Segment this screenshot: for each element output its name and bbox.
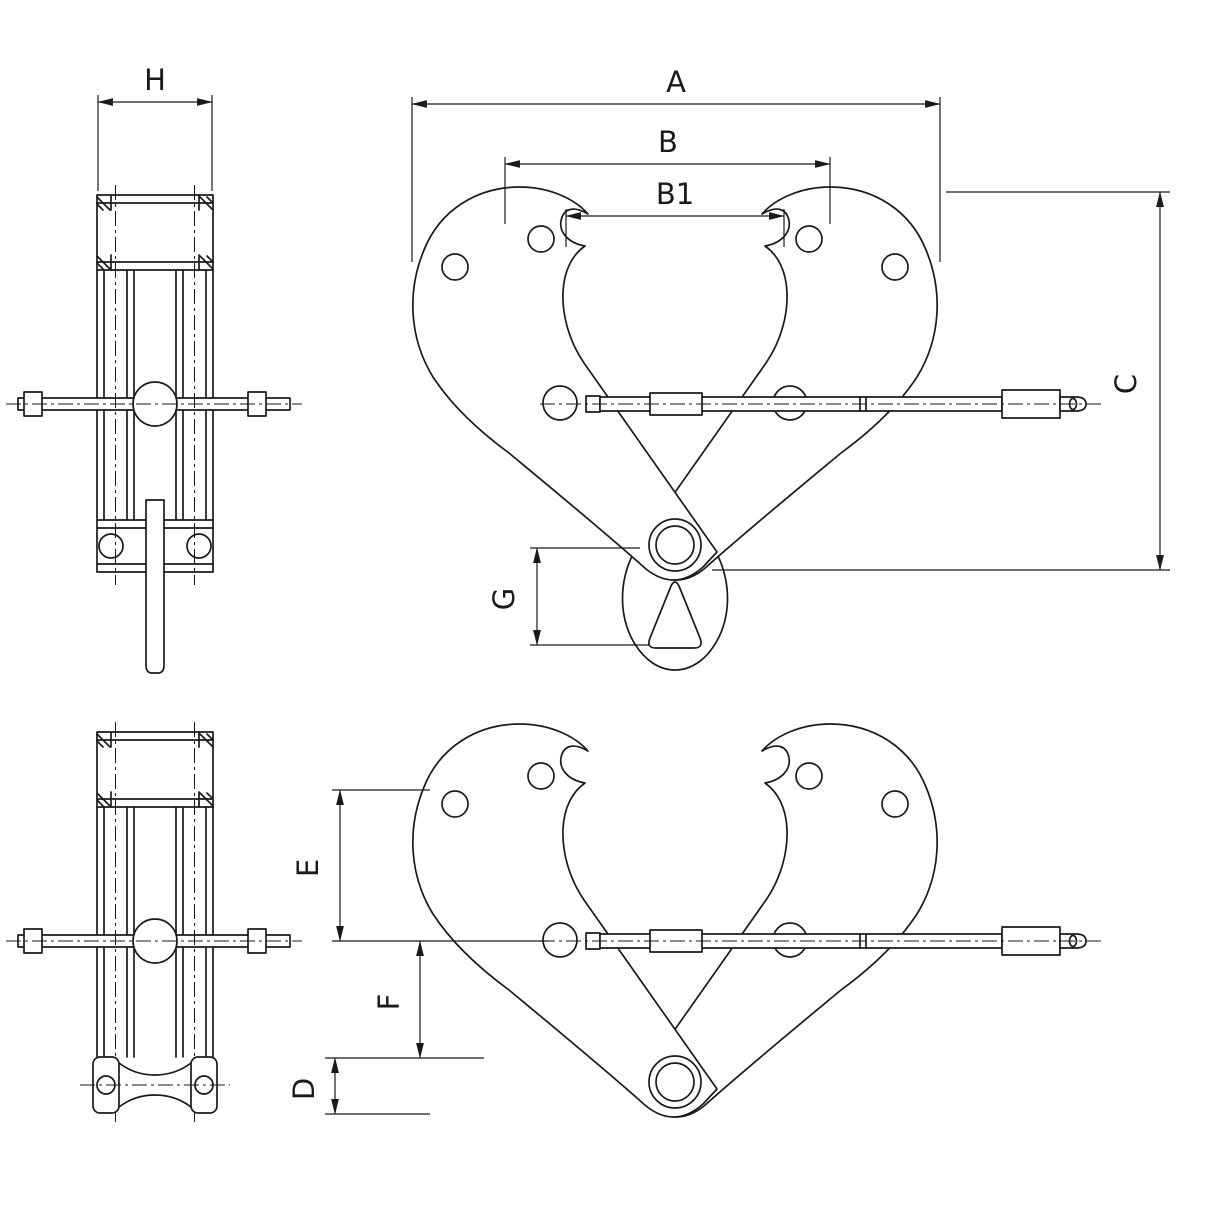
- dim-label-h: H: [144, 63, 166, 97]
- dim-label-a: A: [666, 65, 686, 99]
- front-view-bottom: [413, 724, 1102, 1117]
- dim-label-b: B: [658, 125, 678, 159]
- dim-label-e: E: [291, 859, 325, 877]
- dimension-c: C: [712, 191, 1170, 571]
- side-pin-left: [98, 533, 124, 559]
- side-shackle-bar: [145, 499, 165, 674]
- dimension-g: G: [487, 547, 650, 646]
- dimension-b1: B1: [565, 177, 785, 247]
- dim-label-c: C: [1109, 374, 1143, 394]
- roller-waist-top: [118, 1062, 192, 1076]
- side-roller: [80, 1056, 230, 1114]
- dim-label-b1: B1: [656, 177, 694, 211]
- dimension-h: H: [97, 63, 213, 191]
- side-view-bottom: [5, 721, 303, 1123]
- side-view-top: [5, 184, 303, 674]
- dim-label-g: G: [487, 588, 521, 610]
- side-pin-right: [186, 533, 212, 559]
- dim-label-f: F: [372, 994, 406, 1011]
- dimension-e: E: [291, 789, 548, 942]
- dimension-b: B: [504, 125, 831, 224]
- dimension-d: D: [287, 1057, 430, 1115]
- dim-label-d: D: [287, 1078, 321, 1100]
- roller-waist-bottom: [118, 1094, 192, 1108]
- dimension-f: F: [325, 940, 484, 1059]
- dimension-a: A: [411, 65, 941, 262]
